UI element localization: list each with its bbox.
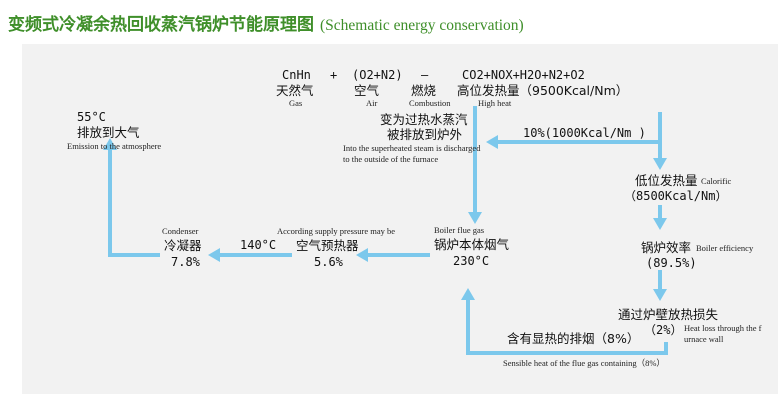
arrowhead-superheated [486, 135, 498, 149]
boiler-flue-en: Boiler flue gas [434, 225, 485, 235]
arrowhead-emission [103, 138, 117, 150]
superheated-en1: Into the superheated steam is discharged [343, 143, 481, 153]
condenser-label: 冷凝器 [164, 238, 202, 253]
calorific-label: 低位发热量 [635, 173, 698, 188]
heat-loss-en1: Heat loss through the f [684, 323, 762, 333]
label-combustion-en: Combustion [409, 98, 451, 108]
emission-label: 排放到大气 [77, 125, 140, 140]
temp-140-label: 140°C [240, 238, 277, 252]
condenser-value: 7.8% [171, 255, 200, 269]
label-high-heat: 高位发热量（9500Kcal/Nm） [457, 83, 629, 98]
arrowhead-heat-loss [653, 289, 667, 301]
equation-dash: — [421, 68, 429, 82]
flue-gas-label-en: Sensible heat of the flue gas containing… [503, 358, 665, 368]
heat-loss-label: 通过炉壁放热损失 [618, 307, 719, 322]
preheater-label: 空气预热器 [296, 238, 359, 253]
emission-temp: 55°C [77, 110, 106, 124]
arrow-flue-gas-loop [466, 298, 668, 355]
title-english: (Schematic energy conservation) [320, 17, 524, 34]
efficiency-label: 锅炉效率 [641, 240, 692, 255]
label-gas-en: Gas [289, 98, 303, 108]
diagram-panel [22, 44, 778, 394]
label-combustion: 燃烧 [411, 83, 437, 98]
superheated-en2: to the outside of the furnace [343, 154, 439, 164]
arrowhead-condenser [208, 248, 220, 262]
label-high-heat-en: High heat [478, 98, 512, 108]
flue-gas-label: 含有显热的排烟（8%） [507, 331, 640, 346]
equation-air-formula: (O2+N2) [352, 68, 403, 82]
arrowhead-preheater [356, 248, 368, 262]
title-chinese: 变频式冷凝余热回收蒸汽锅炉节能原理图 [8, 15, 314, 35]
arrowhead-boiler [468, 212, 482, 224]
condenser-label-en: Condenser [162, 226, 199, 236]
boiler-flue-temp: 230°C [453, 254, 490, 268]
heat-loss-en2: urnace wall [684, 334, 724, 344]
boiler-flue-label: 锅炉本体烟气 [434, 237, 510, 252]
calorific-label-en: Calorific [701, 176, 732, 186]
superheated-line1: 变为过热水蒸汽 [380, 112, 468, 127]
superheated-line2: 被排放到炉外 [387, 127, 463, 142]
page-title: 变频式冷凝余热回收蒸汽锅炉节能原理图 (Schematic energy cons… [8, 10, 524, 35]
arrowhead-calorific [653, 158, 667, 170]
heat-loss-value: （2%） [644, 323, 683, 337]
equation-gas-formula: CnHn [282, 68, 311, 82]
arrow-condenser-to-emission [108, 148, 160, 257]
efficiency-label-en: Boiler efficiency [696, 243, 754, 253]
label-air: 空气 [354, 83, 380, 98]
arrowhead-efficiency [653, 218, 667, 230]
equation-products: CO2+NOX+H2O+N2+O2 [462, 68, 585, 82]
preheater-value: 5.6% [314, 255, 343, 269]
label-gas: 天然气 [276, 83, 314, 98]
emission-label-en: Emission to the atmosphere [67, 141, 162, 151]
calorific-value: （8500Kcal/Nm） [624, 189, 728, 203]
percent-10-label: 10%(1000Kcal/Nm ) [523, 126, 646, 140]
arrowhead-flue-loop [461, 288, 475, 300]
efficiency-value: (89.5%) [646, 256, 697, 270]
label-air-en: Air [366, 98, 378, 108]
equation-plus: + [330, 68, 338, 82]
preheater-note-en: According supply pressure may be [277, 226, 396, 236]
